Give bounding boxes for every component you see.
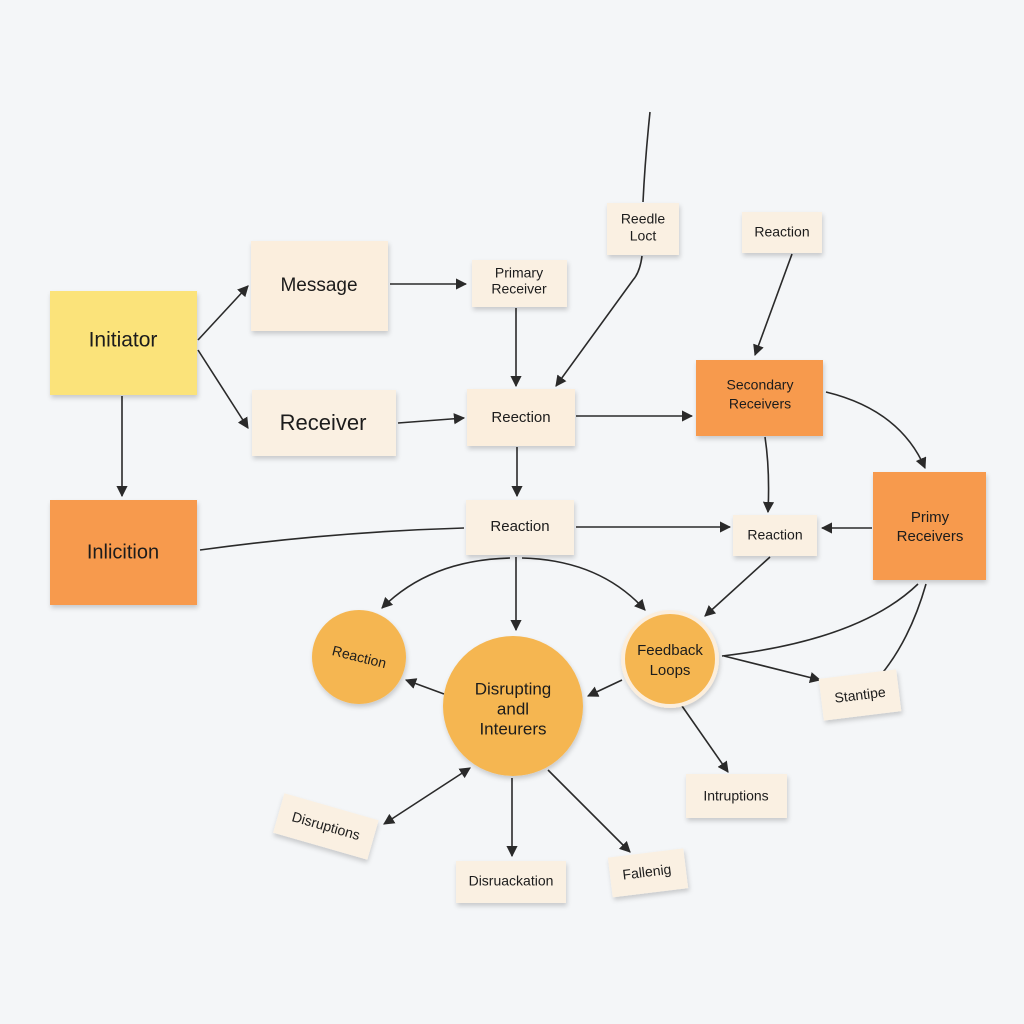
primy-receivers-label-line1: Primy <box>911 509 950 526</box>
primy-receivers-label-line2: Receivers <box>897 528 964 545</box>
feedback-circle-node[interactable]: Feedback Loops <box>621 610 719 708</box>
edge-feedback-stantipe <box>723 655 822 683</box>
primary-receiver-label-line2: Receiver <box>491 281 547 297</box>
edge-initiator-receiver <box>197 349 249 429</box>
edge-primy-feedback <box>721 583 919 657</box>
feedback-circle-label-line2: Loops <box>650 662 691 679</box>
receiver-node[interactable]: Receiver <box>252 390 396 456</box>
reaction-right-node[interactable]: Reaction <box>733 515 817 556</box>
receiver-label: Receiver <box>280 410 367 435</box>
edge-initiator-message <box>197 285 249 341</box>
edge-disrupting-reaction-circle <box>404 678 445 695</box>
edge-feedback-disrupting <box>586 679 623 697</box>
reedle-loct-label-line2: Loct <box>630 228 657 244</box>
stantipe-node[interactable]: Stantipe <box>818 669 902 721</box>
reedle-loct-node[interactable]: Reedle Loct <box>607 203 679 255</box>
reaction-mid-label: Reaction <box>490 518 549 535</box>
feedback-circle-label-line1: Feedback <box>637 642 703 659</box>
edge-receiver-reection <box>397 413 466 425</box>
edge-secondary-primy <box>825 391 927 470</box>
primary-receiver-label-line1: Primary <box>495 265 543 281</box>
edge-primy-stantipe <box>879 583 927 677</box>
fallenig-label: Fallenig <box>622 861 673 883</box>
disruackation-node[interactable]: Disruackation <box>456 861 566 903</box>
inlicition-node[interactable]: Inlicition <box>50 500 197 605</box>
reection-label: Reection <box>491 409 550 426</box>
primy-receivers-node[interactable]: Primy Receivers <box>873 472 986 580</box>
edge-reaction-top-secondary <box>753 253 793 357</box>
edge-reedle-loct-line <box>642 111 651 203</box>
reaction-circle-node[interactable]: Reaction <box>312 610 406 704</box>
edge-reaction-mid-arc-left <box>381 557 511 609</box>
edge-disrupting-fallenig <box>547 769 631 853</box>
reedle-loct-label-line1: Reedle <box>621 211 666 227</box>
fallenig-node[interactable]: Fallenig <box>607 848 689 898</box>
intruptions-node[interactable]: Intruptions <box>686 774 787 818</box>
disrupting-circle-label-line1: Disrupting <box>475 679 552 698</box>
edge-feedback-intruptions <box>681 705 729 773</box>
edge-reedle-loct-reection <box>555 255 643 387</box>
initiator-node[interactable]: Initiator <box>50 291 197 395</box>
disrupting-circle-label-line2: andl <box>497 699 529 718</box>
reaction-mid-node[interactable]: Reaction <box>466 500 574 555</box>
stantipe-label: Stantipe <box>833 684 886 706</box>
inlicition-label: Inlicition <box>87 541 159 563</box>
disrupting-circle-node[interactable]: Disrupting andl Inteurers <box>443 636 583 776</box>
edges <box>116 111 927 858</box>
initiator-label: Initiator <box>89 329 158 352</box>
edge-secondary-reaction-right <box>762 436 775 514</box>
intruptions-label: Intruptions <box>703 788 768 804</box>
reaction-top-label: Reaction <box>754 224 809 240</box>
reaction-right-label: Reaction <box>747 527 802 543</box>
secondary-receivers-label-line2: Receivers <box>729 396 791 412</box>
disruptions-node[interactable]: Disruptions <box>273 793 379 860</box>
reaction-top-node[interactable]: Reaction <box>742 212 822 253</box>
message-label: Message <box>280 275 357 296</box>
secondary-receivers-node[interactable]: Secondary Receivers <box>696 360 823 436</box>
secondary-receivers-label-line1: Secondary <box>727 377 794 393</box>
message-node[interactable]: Message <box>251 241 388 331</box>
edge-reaction-right-feedback <box>704 556 771 617</box>
edge-disrupting-disruptions <box>383 767 471 825</box>
edge-reaction-mid-arc-right <box>521 557 646 611</box>
reection-node[interactable]: Reection <box>467 389 575 446</box>
edge-inlicition-reaction-mid <box>199 527 465 551</box>
disruackation-label: Disruackation <box>469 873 554 889</box>
disrupting-circle-label-line3: Inteurers <box>479 719 546 738</box>
primary-receiver-node[interactable]: Primary Receiver <box>472 260 567 307</box>
